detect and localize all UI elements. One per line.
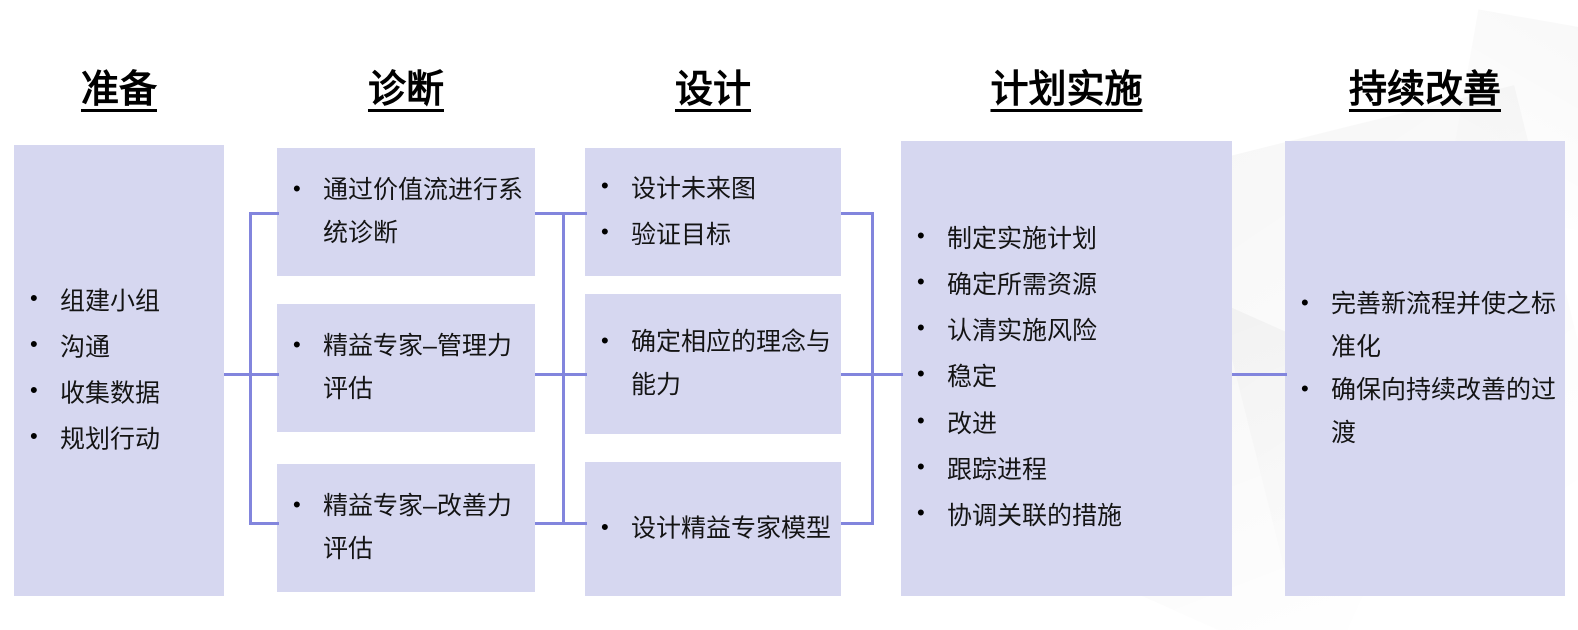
connector-plan-branch-1 <box>841 212 874 215</box>
connector-plan-trunk <box>871 212 874 525</box>
list-item: 确定相应的理念与能力 <box>585 321 841 407</box>
connector-design-branch-left-1 <box>535 212 565 215</box>
connector-prepare-stem <box>224 373 252 376</box>
list-item: 组建小组 <box>14 278 224 324</box>
connector-diagnose-branch-2 <box>249 373 279 376</box>
phase-box-diagnose-2[interactable]: 精益专家–管理力评估 <box>277 304 535 432</box>
phase-box-design-2[interactable]: 确定相应的理念与能力 <box>585 294 841 434</box>
list-item: 确定所需资源 <box>901 262 1232 308</box>
connector-design-branch-left-2 <box>535 373 565 376</box>
bullet-list: 精益专家–管理力评估 <box>277 325 535 411</box>
list-item: 设计未来图 <box>585 166 841 212</box>
phase-title-continuous-improvement: 持续改善 <box>1348 69 1501 111</box>
phase-box-diagnose-3[interactable]: 精益专家–改善力评估 <box>277 464 535 592</box>
phase-box-diagnose-1[interactable]: 通过价值流进行系统诊断 <box>277 148 535 276</box>
list-item: 沟通 <box>14 324 224 370</box>
phase-title-diagnose: 诊断 <box>367 69 444 111</box>
connector-design-branch-left-3 <box>535 522 565 525</box>
phase-box-prepare-1[interactable]: 组建小组 沟通 收集数据 规划行动 <box>14 145 224 596</box>
connector-diagnose-branch-3 <box>249 522 279 525</box>
connector-plan-stem <box>871 373 903 376</box>
connector-design-branch-right-1 <box>562 212 587 215</box>
bullet-list: 完善新流程并使之标准化 确保向持续改善的过渡 <box>1285 283 1565 455</box>
bullet-list: 确定相应的理念与能力 <box>585 321 841 407</box>
bullet-list: 精益专家–改善力评估 <box>277 485 535 571</box>
connector-design-branch-right-3 <box>562 522 587 525</box>
phase-box-design-1[interactable]: 设计未来图 验证目标 <box>585 148 841 276</box>
list-item: 协调关联的措施 <box>901 493 1232 539</box>
connector-diagnose-trunk <box>249 212 252 525</box>
connector-design-trunk <box>562 212 565 525</box>
bullet-list: 设计未来图 验证目标 <box>585 166 841 259</box>
connector-plan-branch-3 <box>841 522 874 525</box>
list-item: 制定实施计划 <box>901 216 1232 262</box>
phase-box-plan-implement-1[interactable]: 制定实施计划 确定所需资源 认清实施风险 稳定 改进 跟踪进程 协调关联的措施 <box>901 141 1232 596</box>
phase-box-continuous-improvement-1[interactable]: 完善新流程并使之标准化 确保向持续改善的过渡 <box>1285 141 1565 596</box>
list-item: 确保向持续改善的过渡 <box>1285 369 1565 455</box>
phase-title-plan-implement: 计划实施 <box>990 69 1143 111</box>
list-item: 跟踪进程 <box>901 447 1232 493</box>
bullet-list: 组建小组 沟通 收集数据 规划行动 <box>14 278 224 463</box>
phase-title-prepare: 准备 <box>80 69 157 111</box>
list-item: 完善新流程并使之标准化 <box>1285 283 1565 369</box>
list-item: 精益专家–管理力评估 <box>277 325 535 411</box>
connector-design-branch-right-2 <box>562 373 587 376</box>
phase-title-design: 设计 <box>674 69 751 111</box>
list-item: 改进 <box>901 401 1232 447</box>
list-item: 规划行动 <box>14 417 224 463</box>
list-item: 认清实施风险 <box>901 308 1232 354</box>
bullet-list: 通过价值流进行系统诊断 <box>277 169 535 255</box>
list-item: 验证目标 <box>585 212 841 258</box>
connector-diagnose-branch-1 <box>249 212 279 215</box>
phase-box-design-3[interactable]: 设计精益专家模型 <box>585 462 841 596</box>
list-item: 收集数据 <box>14 371 224 417</box>
list-item: 通过价值流进行系统诊断 <box>277 169 535 255</box>
bullet-list: 制定实施计划 确定所需资源 认清实施风险 稳定 改进 跟踪进程 协调关联的措施 <box>901 216 1232 540</box>
list-item: 稳定 <box>901 354 1232 400</box>
connector-continuous-improvement-link <box>1232 373 1287 376</box>
list-item: 设计精益专家模型 <box>585 508 841 551</box>
connector-plan-branch-2 <box>841 373 874 376</box>
bullet-list: 设计精益专家模型 <box>585 508 841 551</box>
list-item: 精益专家–改善力评估 <box>277 485 535 571</box>
